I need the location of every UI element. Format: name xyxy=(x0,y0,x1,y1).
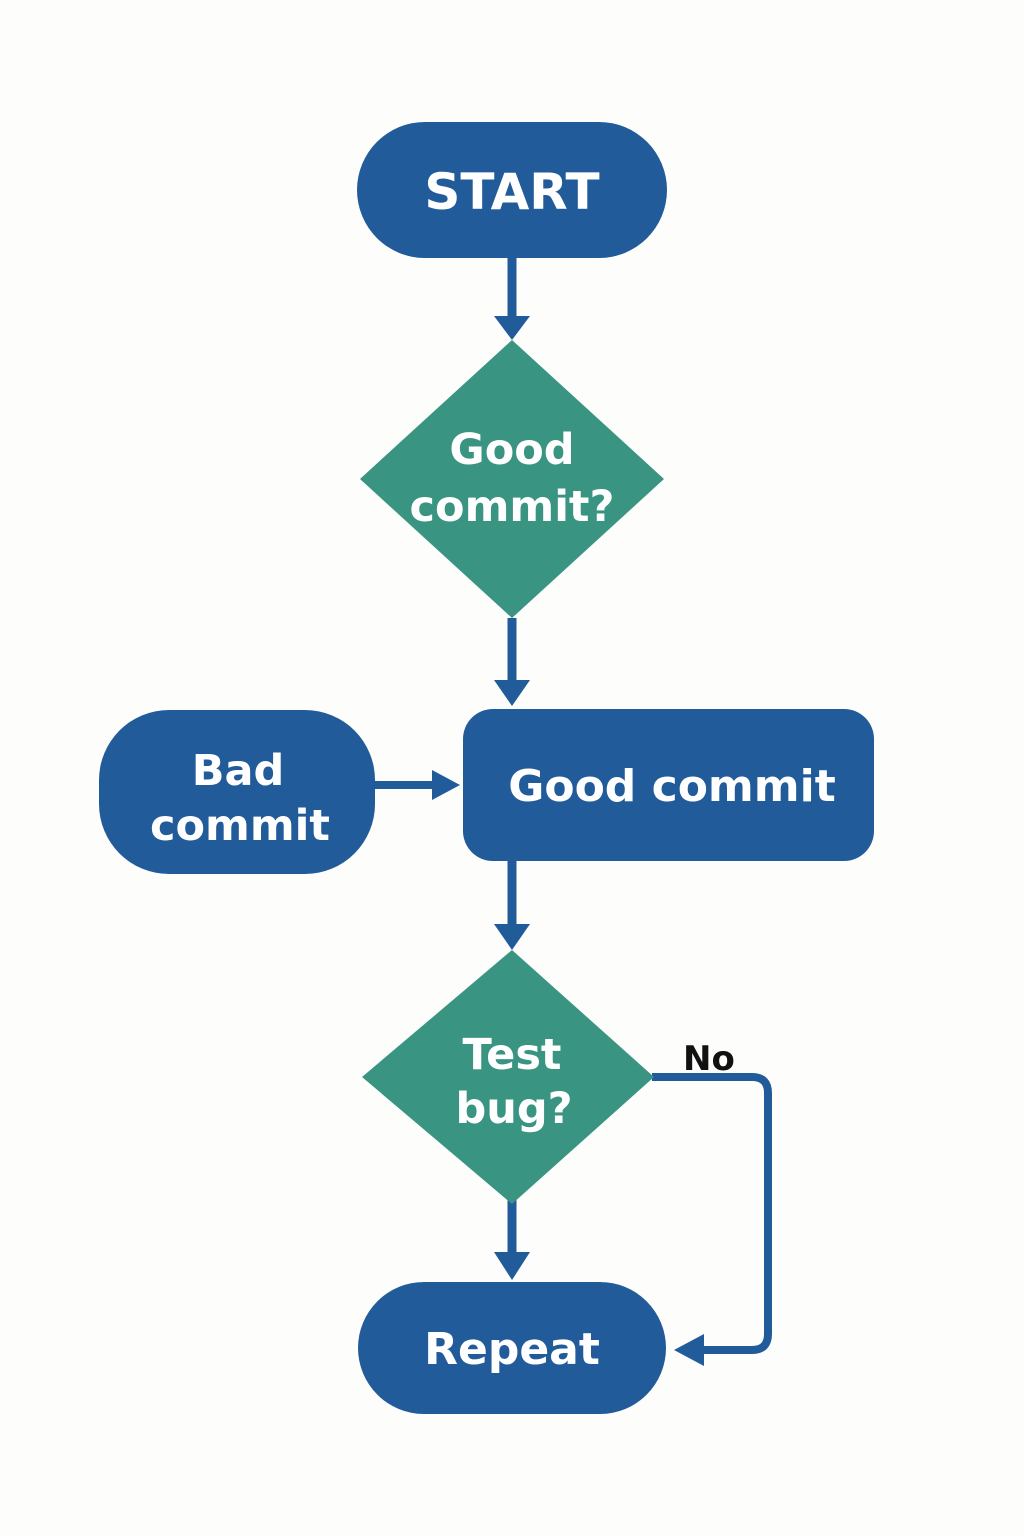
edge-label-no: No xyxy=(683,1039,735,1079)
edge-decision-good-commit-to-good-commit xyxy=(494,618,530,706)
edge-decision-test-bug-no-to-repeat: No xyxy=(652,1039,772,1366)
arrowhead-icon xyxy=(674,1334,704,1366)
node-decision-test-bug-line2: bug? xyxy=(455,1084,572,1134)
node-decision-good-commit-line1: Good xyxy=(449,425,574,475)
node-repeat-label: Repeat xyxy=(424,1324,600,1375)
node-good-commit-label: Good commit xyxy=(508,761,836,812)
node-start: START xyxy=(357,122,667,258)
edge-good-commit-to-decision-test-bug xyxy=(494,860,530,950)
edges: No xyxy=(372,258,772,1366)
node-bad-commit-line1: Bad xyxy=(192,746,285,796)
node-good-commit: Good commit xyxy=(463,709,874,861)
arrowhead-icon xyxy=(494,316,530,340)
node-decision-good-commit-line2: commit? xyxy=(410,482,615,532)
node-bad-commit: Bad commit xyxy=(99,710,375,874)
node-decision-good-commit: Good commit? xyxy=(360,340,664,618)
node-repeat: Repeat xyxy=(358,1282,666,1414)
arrowhead-icon xyxy=(494,680,530,706)
edge-start-to-decision-good-commit xyxy=(494,258,530,340)
node-decision-test-bug-line1: Test xyxy=(463,1030,562,1080)
node-start-label: START xyxy=(424,163,599,221)
arrowhead-icon xyxy=(494,924,530,950)
edge-decision-test-bug-to-repeat xyxy=(494,1200,530,1280)
node-bad-commit-line2: commit xyxy=(150,801,330,851)
node-decision-test-bug: Test bug? xyxy=(362,950,654,1204)
arrowhead-icon xyxy=(432,770,460,800)
edge-bad-commit-to-good-commit xyxy=(372,770,460,800)
arrowhead-icon xyxy=(494,1252,530,1280)
